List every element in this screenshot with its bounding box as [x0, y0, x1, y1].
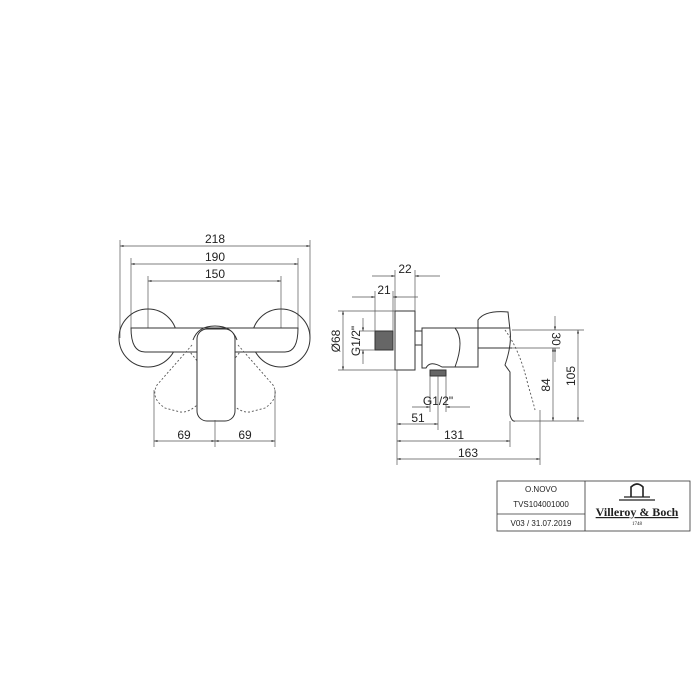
dim-21: 21	[377, 283, 391, 297]
dim-190: 190	[205, 250, 225, 264]
dim-131: 131	[444, 428, 464, 442]
brand-year: 1748	[632, 522, 643, 527]
article-number: TVS104001000	[513, 500, 569, 509]
side-body	[421, 327, 479, 369]
product-name: O.NOVO	[525, 485, 557, 494]
dim-51: 51	[411, 411, 425, 425]
dim-diameter-68: Ø68	[329, 329, 343, 352]
dim-69-right: 69	[238, 428, 252, 442]
front-view: 218 190 150 69 69	[118, 232, 311, 447]
dim-30: 30	[549, 332, 563, 346]
lever-handle	[196, 328, 236, 422]
side-view: 22 21 Ø68 G1/2" G1/2" 51 131 163 30	[329, 262, 584, 465]
wall-plate	[394, 310, 416, 371]
thread-connection	[374, 330, 394, 351]
bottom-thread	[429, 369, 447, 377]
dim-163: 163	[458, 446, 478, 460]
dim-84: 84	[539, 378, 553, 392]
dim-69-left: 69	[177, 428, 191, 442]
brand-name: Villeroy & Boch	[596, 505, 679, 519]
side-handle	[477, 311, 516, 422]
dim-218: 218	[205, 232, 225, 246]
dim-105: 105	[564, 366, 578, 386]
title-block: O.NOVO TVS104001000 V03 / 31.07.2019 Vil…	[496, 480, 691, 532]
lever-left-position	[154, 344, 241, 413]
dim-150: 150	[205, 267, 225, 281]
dim-thread-vertical: G1/2"	[349, 326, 363, 356]
lever-open-position	[504, 329, 536, 411]
dim-22: 22	[398, 262, 412, 276]
version-date: V03 / 31.07.2019	[511, 519, 572, 528]
brand-logo-icon	[619, 483, 655, 501]
